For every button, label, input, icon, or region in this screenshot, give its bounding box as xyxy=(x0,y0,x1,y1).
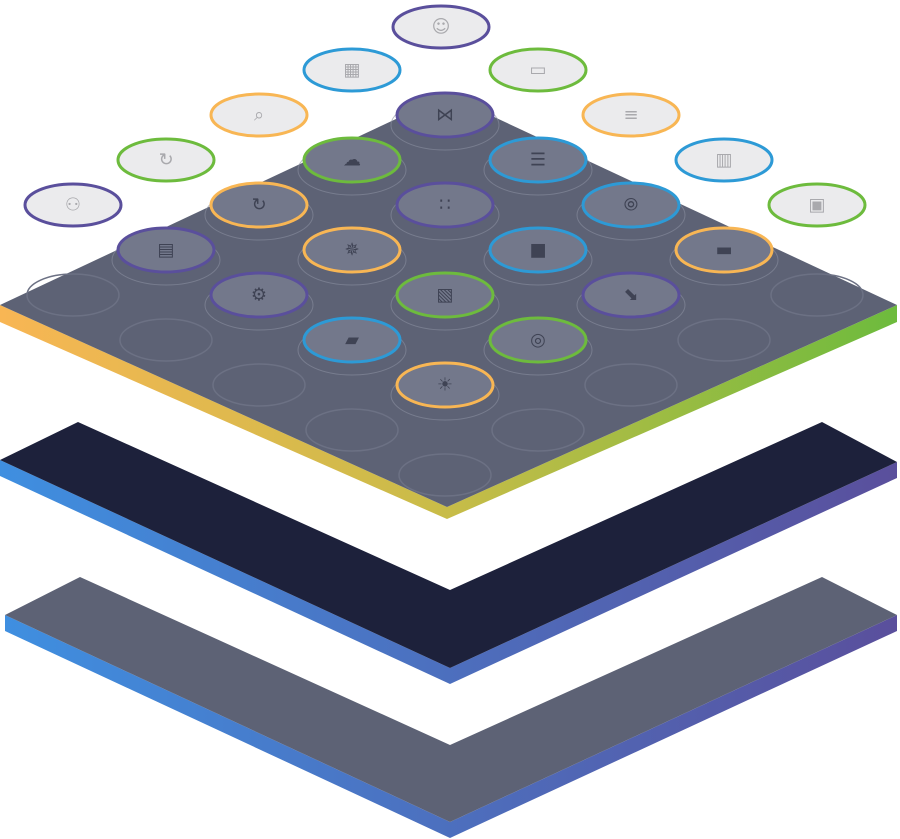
tile-ring xyxy=(395,361,495,409)
icon-grid: ⋈ ☰ ⦾ ▬ ☁ ∷ ■ ⬊ ↻ ✵ ▧ ◎ ▤ ⚙ ▰ ☀ ☺ ▦ ▭ ⌕ ≡ ↻ ▥ ⚇ ▣ xyxy=(23,4,867,497)
search-icon: ⌕ xyxy=(254,105,264,126)
plate-icon-tile[interactable]: ⦾ xyxy=(576,181,686,241)
empty-socket xyxy=(398,453,492,497)
gear-icon: ⚙ xyxy=(251,285,267,306)
loading-dots-icon: ∷ xyxy=(439,195,450,216)
dashboard-icon: ▣ xyxy=(808,195,825,216)
tile-ring xyxy=(488,136,588,184)
globe-grid-icon: ▦ xyxy=(343,60,360,81)
refresh-icon: ↻ xyxy=(158,150,173,171)
sync-icon: ↻ xyxy=(251,195,266,216)
empty-socket xyxy=(491,408,585,452)
lightbulb-icon: ☀ xyxy=(437,375,453,396)
empty-socket xyxy=(26,273,120,317)
floating-icon-bubble[interactable]: ⌕ xyxy=(209,92,309,138)
bubble-ring xyxy=(302,47,402,93)
tile-ring xyxy=(581,271,681,319)
plate-icon-tile[interactable]: ∷ xyxy=(390,181,500,241)
tile-ring xyxy=(395,91,495,139)
tile-ring xyxy=(209,271,309,319)
floating-icon-bubble[interactable]: ▣ xyxy=(767,182,867,228)
server-rack-icon: ▥ xyxy=(715,150,732,171)
bubble-ring xyxy=(391,4,491,50)
floating-icon-bubble[interactable]: ≡ xyxy=(581,92,681,138)
fingerprint-icon: ⦾ xyxy=(624,195,638,216)
plate-icon-tile[interactable]: ▧ xyxy=(390,271,500,331)
cloud-icon: ☁ xyxy=(343,150,361,171)
target-icon: ◎ xyxy=(530,330,546,351)
floating-icon-bubble[interactable]: ▭ xyxy=(488,47,588,93)
card-icon: ▬ xyxy=(715,240,732,261)
bookmark-icon: ▰ xyxy=(345,330,359,351)
tile-ring xyxy=(581,181,681,229)
bubble-ring xyxy=(23,182,123,228)
bubble-ring xyxy=(581,92,681,138)
tile-ring xyxy=(302,316,402,364)
empty-socket xyxy=(305,408,399,452)
plate-icon-tile[interactable]: ↻ xyxy=(204,181,314,241)
empty-socket xyxy=(584,363,678,407)
empty-socket xyxy=(119,318,213,362)
bubble-ring xyxy=(767,182,867,228)
plate-icon-tile[interactable]: ⚙ xyxy=(204,271,314,331)
tile-ring xyxy=(488,226,588,274)
monitor-icon: ▭ xyxy=(529,60,546,81)
plate-icon-tile[interactable]: ☀ xyxy=(390,361,500,421)
bowtie-icon: ⋈ xyxy=(436,105,454,126)
tile-ring xyxy=(209,181,309,229)
bottom-layer xyxy=(5,577,897,838)
bubble-ring xyxy=(488,47,588,93)
plate-icon-tile[interactable]: ◎ xyxy=(483,316,593,376)
tile-ring xyxy=(488,316,588,364)
bubble-ring xyxy=(209,92,309,138)
plate-icon-tile[interactable]: ⋈ xyxy=(390,91,500,151)
plate-icon-tile[interactable]: ■ xyxy=(483,226,593,286)
floating-icon-bubble[interactable]: ☺ xyxy=(391,4,491,50)
image-icon: ▧ xyxy=(436,285,453,306)
tile-ring xyxy=(395,271,495,319)
plate-icon-tile[interactable]: ▬ xyxy=(669,226,779,286)
tile-ring xyxy=(302,226,402,274)
bottom-layer-face xyxy=(5,577,897,822)
tile-ring xyxy=(302,136,402,184)
floating-icon-bubble[interactable]: ↻ xyxy=(116,137,216,183)
plate-icon-tile[interactable]: ☁ xyxy=(297,136,407,196)
user-icon: ☺ xyxy=(432,17,451,38)
tile-ring xyxy=(674,226,774,274)
download-arrow-icon: ⬊ xyxy=(623,285,638,306)
plate-icon-tile[interactable]: ▤ xyxy=(111,226,221,286)
empty-socket xyxy=(677,318,771,362)
tile-ring xyxy=(395,181,495,229)
users-icon: ⚇ xyxy=(65,195,81,216)
middle-layer xyxy=(0,422,897,684)
plate-icon-tile[interactable]: ☰ xyxy=(483,136,593,196)
plate-icon-tile[interactable]: ▰ xyxy=(297,316,407,376)
empty-socket xyxy=(770,273,864,317)
list-icon: ☰ xyxy=(530,150,546,171)
plate-icon-tile[interactable]: ✵ xyxy=(297,226,407,286)
middle-layer-face xyxy=(0,422,897,668)
empty-socket xyxy=(212,363,306,407)
plate-icon-tile[interactable]: ⬊ xyxy=(576,271,686,331)
bubble-ring xyxy=(116,137,216,183)
floating-icon-bubble[interactable]: ▦ xyxy=(302,47,402,93)
floating-icon-bubble[interactable]: ⚇ xyxy=(23,182,123,228)
tile-ring xyxy=(116,226,216,274)
menu-bars-icon: ≡ xyxy=(623,105,638,126)
id-card-icon: ▤ xyxy=(157,240,174,261)
bubble-ring xyxy=(674,137,774,183)
folder-icon: ■ xyxy=(529,240,546,261)
spinner-icon: ✵ xyxy=(344,240,359,261)
floating-icon-bubble[interactable]: ▥ xyxy=(674,137,774,183)
